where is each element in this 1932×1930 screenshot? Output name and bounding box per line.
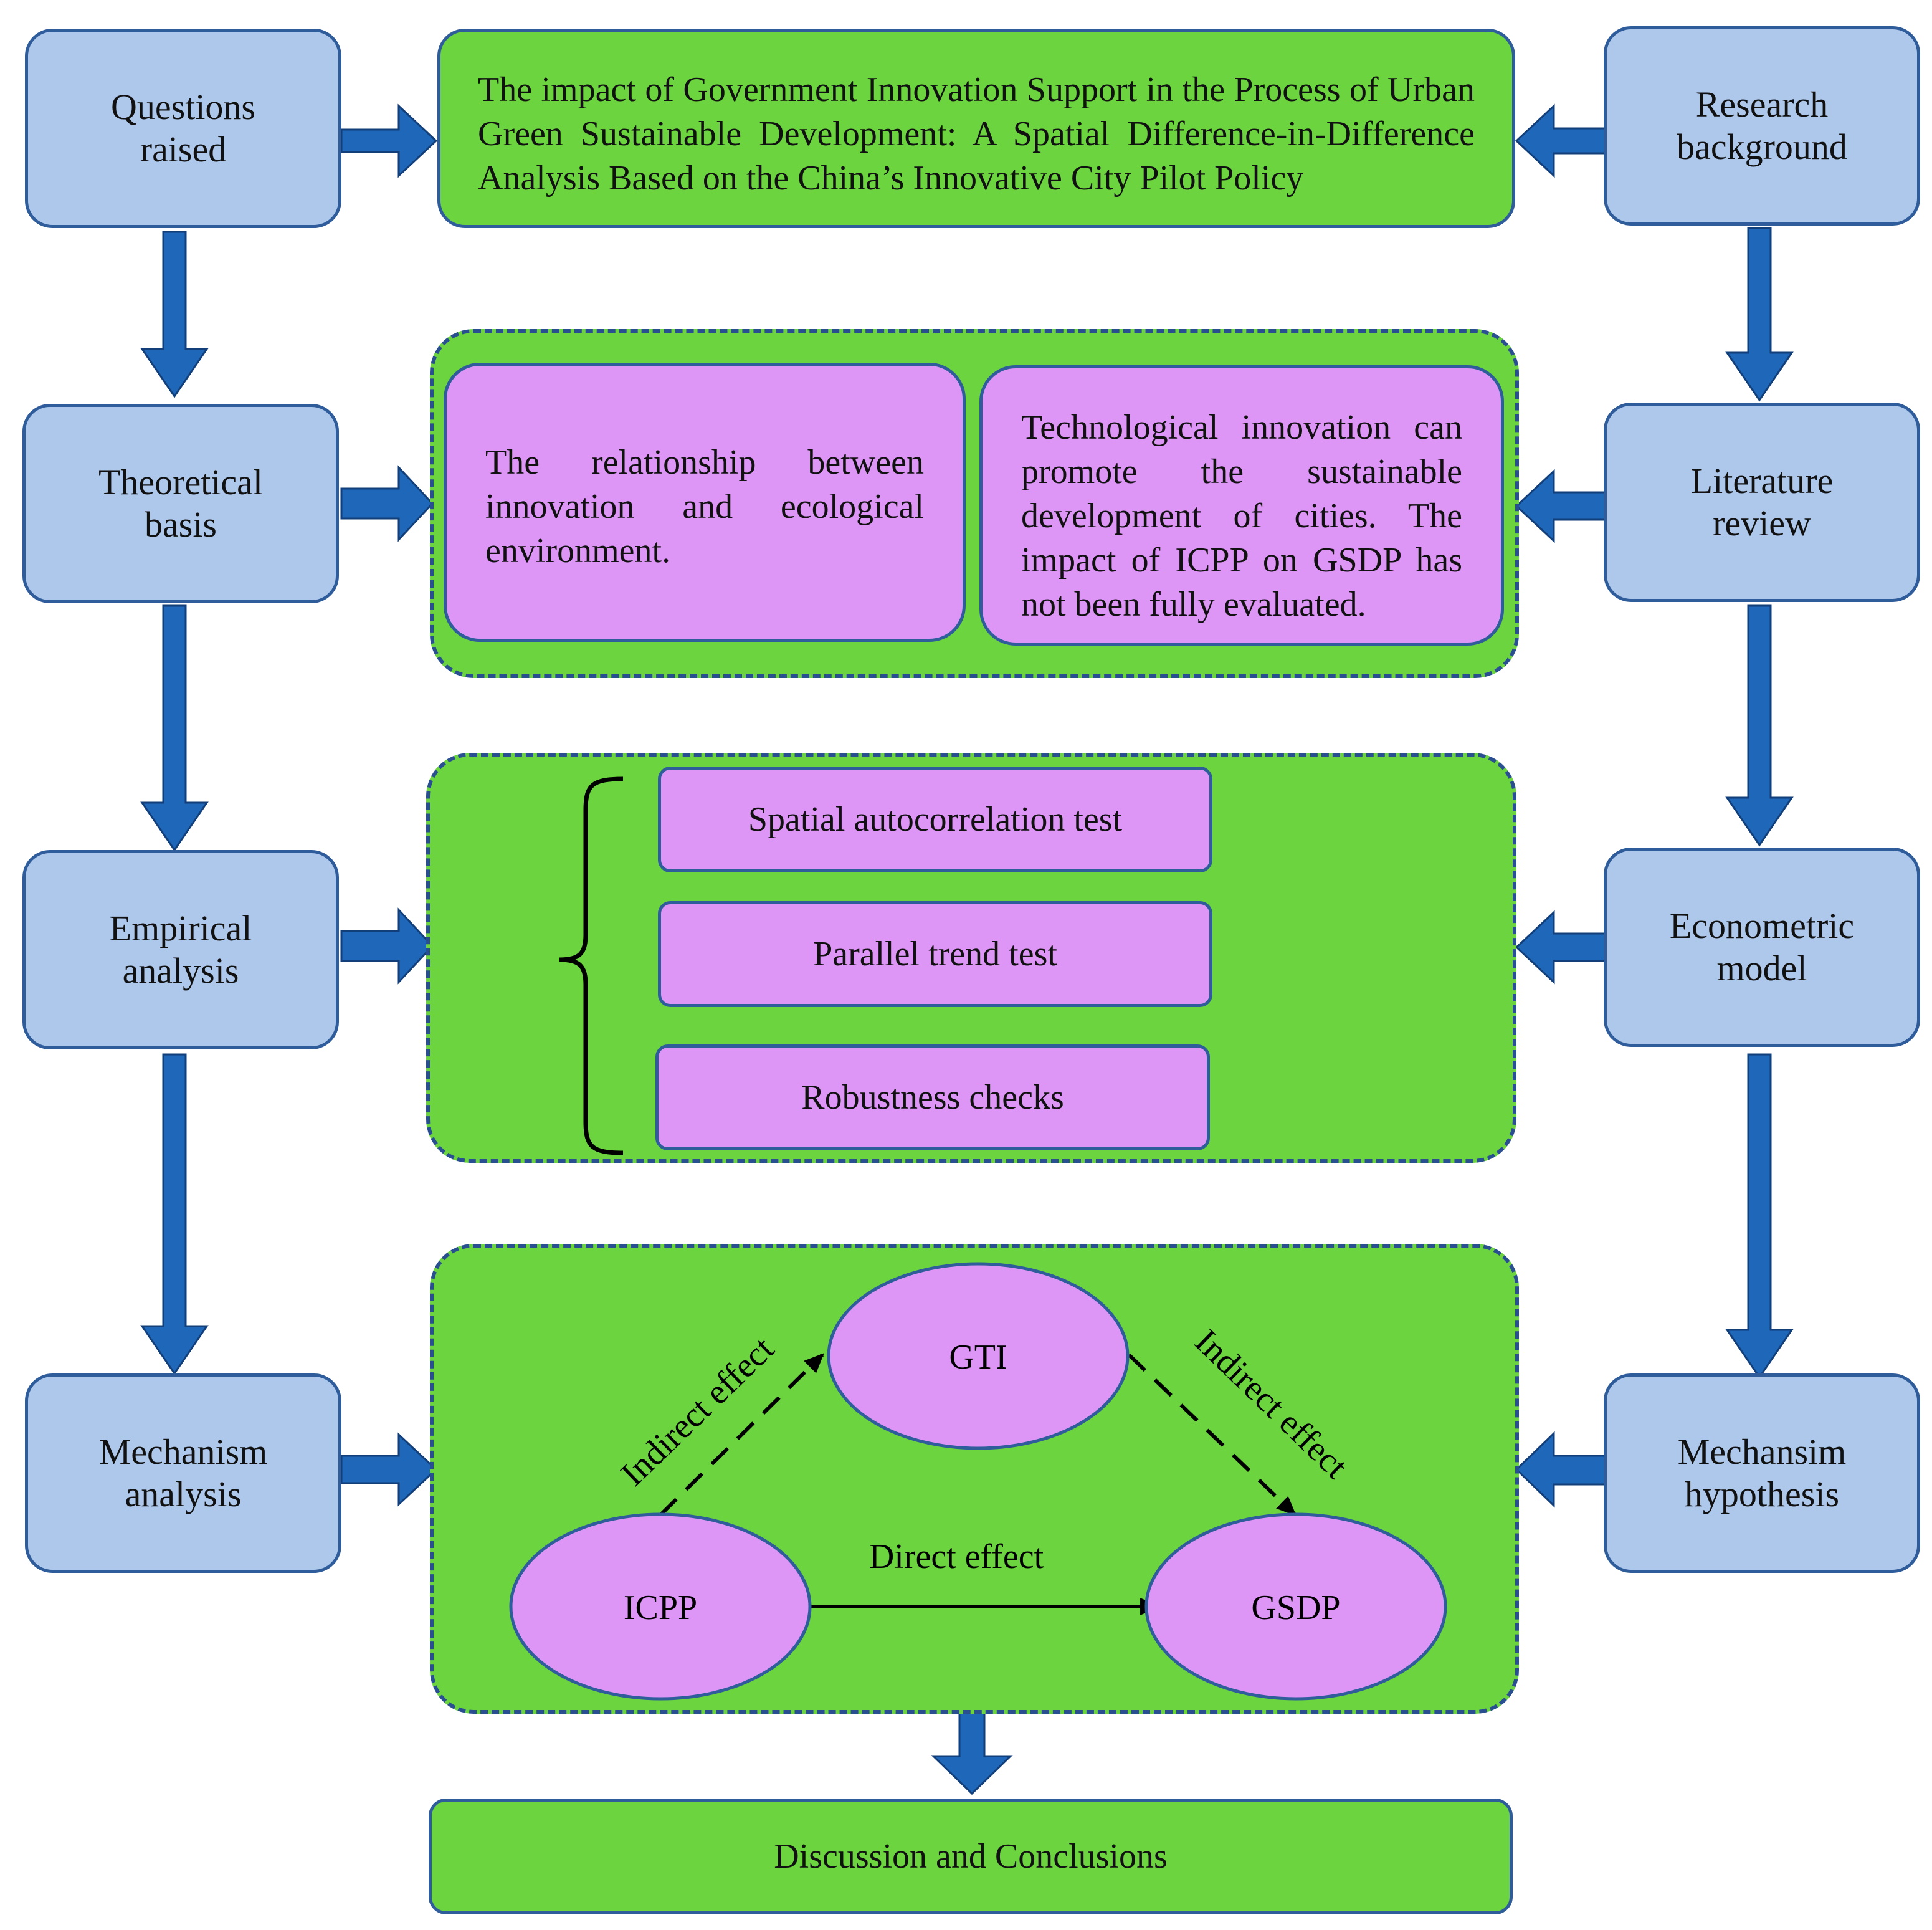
box-label-line: background — [1677, 127, 1847, 167]
box-label-line: model — [1716, 948, 1807, 988]
box-label-line: raised — [140, 129, 227, 170]
box-label-line: analysis — [125, 1474, 242, 1514]
node-gsdp-label: GSDP — [1251, 1588, 1340, 1627]
test-label: Spatial autocorrelation test — [748, 800, 1123, 839]
box-label-line: analysis — [122, 950, 239, 991]
study-title: The impact of Government Innovation Supp… — [478, 70, 1475, 198]
node-gsdp — [1144, 1512, 1447, 1701]
arrow-left-4 — [1515, 1431, 1612, 1508]
box-label-line: Theoretical — [98, 462, 264, 502]
study-title-box: The impact of Government Innovation Supp… — [437, 29, 1515, 228]
arrow-down-4 — [1725, 227, 1794, 402]
spatial-autocorrelation-test: Spatial autocorrelation test — [658, 767, 1212, 872]
arrow-right-3 — [340, 907, 434, 985]
direct-effect-label: Direct effect — [869, 1537, 1044, 1576]
box-label-line: Research — [1695, 84, 1829, 125]
arrow-right-2 — [340, 465, 434, 542]
robustness-checks: Robustness checks — [655, 1044, 1210, 1150]
conclusion-label: Discussion and Conclusions — [774, 1837, 1168, 1876]
indirect-effect-left-label: Indirect effect — [614, 1329, 782, 1493]
arrow-left-3 — [1515, 910, 1612, 985]
arrow-right-1 — [340, 103, 438, 178]
box-label-line: basis — [145, 504, 217, 545]
box-label-line: Empirical — [109, 908, 252, 948]
conclusion-box: Discussion and Conclusions — [429, 1799, 1513, 1914]
theory-relationship-text: The relationship between innovation and … — [485, 443, 924, 570]
indirect-edge-right — [1127, 1353, 1297, 1516]
arrow-down-3 — [140, 1053, 209, 1375]
arrow-down-6 — [1725, 1053, 1794, 1379]
theory-relationship-box: The relationship between innovation and … — [444, 363, 966, 642]
node-gti-label: GTI — [949, 1338, 1007, 1377]
arrow-down-5 — [1725, 604, 1794, 847]
box-label-line: Econometric — [1669, 905, 1855, 946]
box-label-line: Mechanism — [98, 1431, 268, 1472]
test-label: Robustness checks — [801, 1078, 1064, 1117]
arrow-left-2 — [1515, 469, 1612, 543]
box-label-line: hypothesis — [1684, 1474, 1840, 1514]
box-label-line: Mechansim — [1677, 1431, 1847, 1472]
node-gti — [827, 1262, 1130, 1450]
indirect-effect-right-label: Indirect effect — [1187, 1322, 1356, 1486]
box-label-line: Questions — [111, 87, 255, 127]
node-icpp-label: ICPP — [624, 1588, 697, 1627]
node-icpp — [509, 1512, 812, 1701]
box-label-line: review — [1713, 503, 1811, 543]
arrow-to-conclusion — [931, 1709, 1013, 1795]
curly-brace — [559, 776, 624, 1155]
arrow-down-2 — [140, 604, 209, 852]
mechanism-diagram: GTI ICPP GSDP Indirect effect Indirect e… — [509, 1262, 1447, 1701]
theory-innovation-text: Technological innovation can promote the… — [1021, 408, 1462, 624]
arrow-down-1 — [140, 231, 209, 398]
indirect-edge-left — [659, 1353, 824, 1517]
box-label-line: Literature — [1690, 461, 1834, 501]
theory-innovation-box: Technological innovation can promote the… — [979, 365, 1504, 646]
test-label: Parallel trend test — [813, 935, 1057, 973]
arrow-right-4 — [340, 1432, 438, 1507]
arrow-left-1 — [1515, 103, 1612, 178]
parallel-trend-test: Parallel trend test — [658, 901, 1212, 1007]
